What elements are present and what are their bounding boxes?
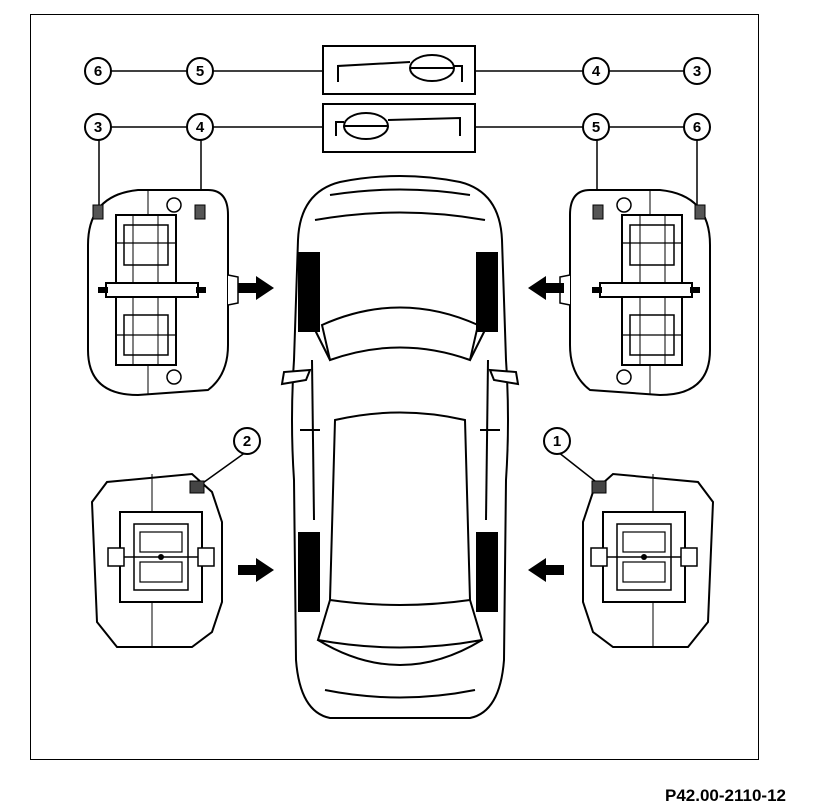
- callout-top-6: 6: [84, 57, 112, 85]
- svg-text:6: 6: [693, 119, 701, 136]
- bleed-order-box-bottom: [322, 103, 476, 153]
- wheel-rear-right: [476, 532, 498, 612]
- car-top-view: [280, 175, 520, 719]
- front-right-caliper: [559, 189, 711, 396]
- rear-right-caliper: [582, 473, 714, 648]
- rear-left-caliper: [91, 473, 223, 648]
- callout-second-4: 4: [186, 113, 214, 141]
- wheel-front-right: [476, 252, 498, 332]
- callout-second-5: 5: [582, 113, 610, 141]
- svg-text:1: 1: [553, 433, 561, 450]
- car-wheels: [298, 252, 498, 612]
- svg-text:6: 6: [94, 63, 102, 80]
- arrow-front-left: [238, 276, 274, 300]
- front-left-caliper: [87, 189, 239, 396]
- svg-text:3: 3: [693, 63, 701, 80]
- callout-rear-left-2: 2: [189, 427, 261, 494]
- svg-text:5: 5: [592, 119, 600, 136]
- svg-text:4: 4: [592, 63, 601, 80]
- svg-text:2: 2: [243, 433, 251, 450]
- callout-top-4: 4: [582, 57, 610, 85]
- callout-second-6: 6: [683, 113, 711, 141]
- svg-text:5: 5: [196, 63, 204, 80]
- svg-text:4: 4: [196, 119, 205, 136]
- callout-top-5: 5: [186, 57, 214, 85]
- bleed-order-box-top: [322, 45, 476, 95]
- callout-rear-right-1: 1: [543, 427, 607, 494]
- svg-text:3: 3: [94, 119, 102, 136]
- arrow-front-right: [528, 276, 564, 300]
- callout-second-3: 3: [84, 113, 112, 141]
- wheel-rear-left: [298, 532, 320, 612]
- arrow-rear-right: [528, 558, 564, 582]
- figure-id: P42.00-2110-12: [665, 786, 786, 805]
- wheel-front-left: [298, 252, 320, 332]
- arrow-rear-left: [238, 558, 274, 582]
- callout-top-3: 3: [683, 57, 711, 85]
